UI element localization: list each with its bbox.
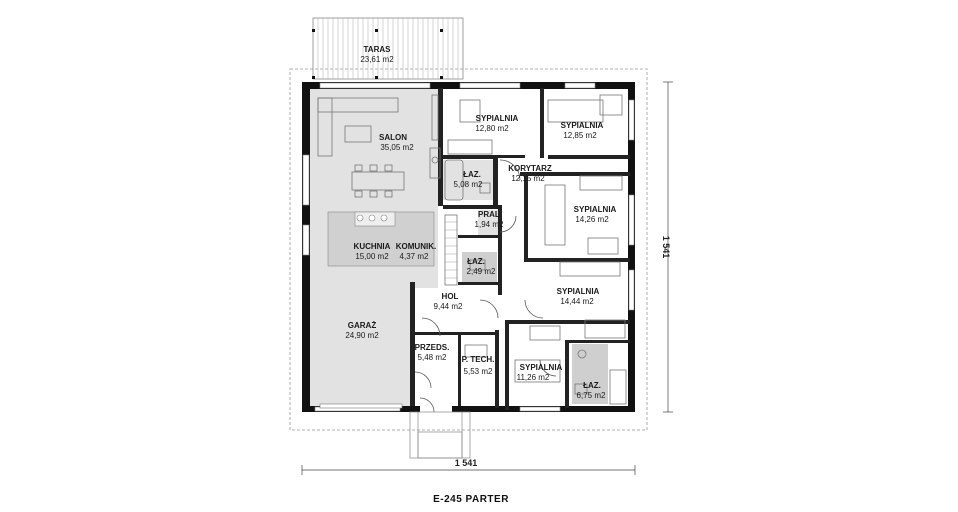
room-area-laz-2: 2,49 m2	[467, 267, 496, 276]
garage-door	[319, 403, 403, 409]
room-name-sypialnia-3: SYPIALNIA	[574, 205, 617, 214]
room-area-komunik: 4,37 m2	[400, 252, 429, 261]
room-area-sypialnia-1: 12,80 m2	[475, 124, 509, 133]
room-area-laz-3: 6,75 m2	[577, 391, 606, 400]
room-area-korytarz: 12,15 m2	[511, 174, 545, 183]
room-area-garaz: 24,90 m2	[345, 331, 379, 340]
room-name-laz-2: ŁAZ.	[467, 257, 485, 266]
room-area-p-tech: 5,53 m2	[464, 367, 493, 376]
room-area-sypialnia-2: 12,85 m2	[563, 131, 597, 140]
roof-outline	[289, 68, 648, 431]
room-name-przeds: PRZEDS.	[415, 343, 450, 352]
room-area-sypialnia-4: 14,44 m2	[560, 297, 594, 306]
dimension-width-label: 1 541	[455, 458, 478, 468]
room-area-hol: 9,44 m2	[434, 302, 463, 311]
room-labels: TARAS 23,61 m2 SALON 35,05 m2 KUCHNIA 15…	[345, 45, 616, 400]
door-swings	[414, 159, 557, 413]
room-name-korytarz: KORYTARZ	[508, 164, 552, 173]
dimension-lines	[301, 81, 673, 475]
room-area-laz-1: 5,08 m2	[454, 180, 483, 189]
room-area-sypialnia-5: 11,26 m2	[517, 373, 550, 382]
room-name-laz-3: ŁAZ.	[583, 381, 601, 390]
furniture	[317, 94, 627, 405]
room-name-laz-1: ŁAZ.	[463, 170, 481, 179]
room-name-sypialnia-2: SYPIALNIA	[561, 121, 604, 130]
room-name-salon: SALON	[379, 133, 407, 142]
entrance-steps	[409, 411, 471, 459]
room-area-salon: 35,05 m2	[380, 143, 414, 152]
room-name-pral: PRAL.	[478, 210, 502, 219]
dimension-height-label: 1 541	[661, 236, 671, 259]
room-area-pral: 1,94 m2	[475, 220, 504, 229]
room-name-hol: HOL	[442, 292, 459, 301]
plan-title: E-245 PARTER	[433, 494, 509, 505]
room-name-garaz: GARAŻ	[348, 321, 377, 330]
room-area-sypialnia-3: 14,26 m2	[575, 215, 609, 224]
room-name-p-tech: P. TECH.	[462, 355, 495, 364]
room-area-kuchnia: 15,00 m2	[355, 252, 389, 261]
room-name-taras: TARAS	[364, 45, 392, 54]
room-name-sypialnia-4: SYPIALNIA	[557, 287, 600, 296]
interior-walls	[410, 88, 630, 410]
room-name-kuchnia: KUCHNIA	[354, 242, 391, 251]
room-name-sypialnia-5: SYPIALNIA	[520, 363, 563, 372]
room-name-sypialnia-1: SYPIALNIA	[476, 114, 519, 123]
room-area-taras: 23,61 m2	[360, 55, 394, 64]
terrace-pergola	[312, 17, 464, 80]
windows	[302, 82, 635, 412]
room-name-komunik: KOMUNIK.	[396, 242, 436, 251]
room-area-przeds: 5,48 m2	[418, 353, 447, 362]
